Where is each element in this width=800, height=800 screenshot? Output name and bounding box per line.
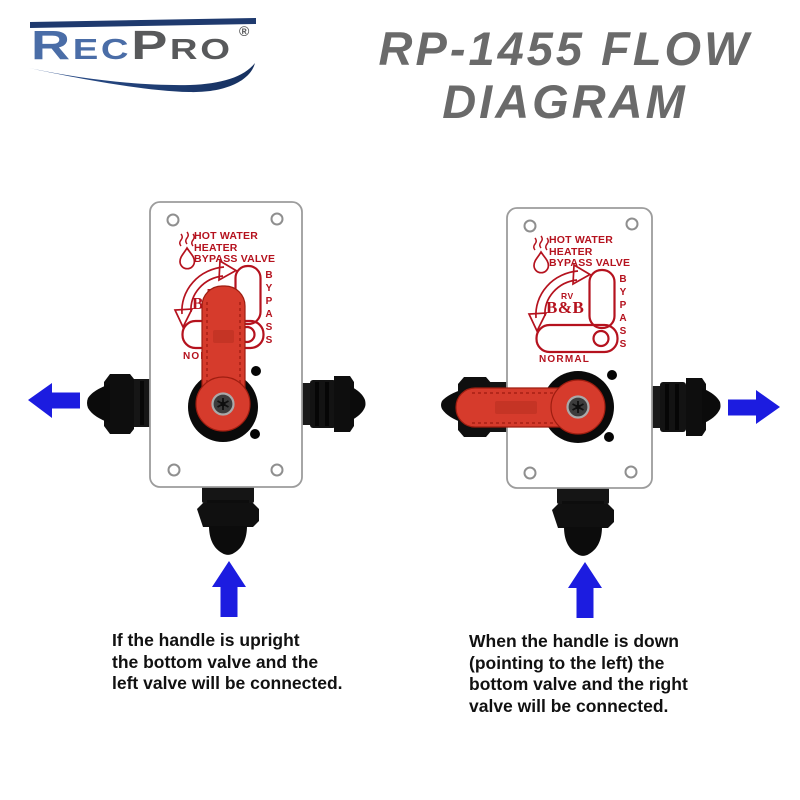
flow-arrow-up-right-icon	[568, 562, 602, 618]
page-title-line1: RP-1455 FLOW	[378, 22, 752, 75]
flow-arrow-left-icon	[28, 383, 80, 418]
right-plate-heading-line2: HEATER	[549, 245, 593, 258]
logo-brand-rec: Rec	[31, 22, 132, 68]
left-valve-right-fitting	[300, 376, 366, 432]
recpro-logo-graphics	[29, 18, 256, 93]
left-valve-screw-holes	[166, 212, 284, 477]
left-valve-left-fitting	[87, 374, 154, 434]
left-plate-heading-line1: HOT WATER	[194, 230, 259, 242]
page-title-line2: DIAGRAM	[442, 75, 688, 128]
right-plate-rv-label: RV	[561, 291, 574, 301]
logo-brand-pro: Pro	[131, 22, 233, 68]
left-valve-handle-screw	[211, 392, 235, 416]
caption-right-valve: When the handle is down (pointing to the…	[469, 631, 688, 716]
right-valve-right-fitting	[650, 378, 721, 436]
left-plate-heading-line3: BYPASS VALVE	[194, 253, 276, 266]
left-plate-heading-line2: HEATER	[194, 241, 238, 254]
left-valve-bottom-fitting	[197, 486, 259, 555]
logo-top-bar	[30, 18, 256, 28]
left-plate-heading: HOT WATER HEATER BYPASS VALVE	[194, 230, 276, 266]
logo-swoosh	[29, 63, 255, 93]
registered-trademark-symbol: ®	[239, 23, 250, 39]
caption-left-valve: If the handle is upright the bottom valv…	[112, 630, 343, 694]
right-plate-bb-logo: B&B	[546, 298, 585, 317]
flow-arrow-up-left-icon	[212, 561, 246, 617]
right-plate-heading: HOT WATER HEATER BYPASS VALVE	[549, 234, 631, 270]
flow-arrow-right-icon	[728, 390, 780, 424]
right-valve-screw-holes	[523, 217, 639, 480]
page-title: RP-1455 FLOW DIAGRAM	[330, 22, 800, 128]
recpro-logo: RecPro ®	[25, 17, 260, 99]
right-plate-normal-label: NORMAL	[539, 354, 591, 365]
right-valve-handle-screw	[566, 395, 590, 419]
recpro-logo-text: RecPro	[31, 25, 233, 66]
right-valve-bottom-fitting	[552, 487, 614, 556]
left-plate-bypass-label: BYPASS	[265, 270, 273, 346]
right-valve-handle-down-left	[455, 379, 606, 435]
right-plate-heading-line1: HOT WATER	[549, 234, 614, 246]
left-valve-handle-upright	[195, 285, 251, 432]
right-plate-heading-line3: BYPASS VALVE	[549, 257, 631, 270]
right-plate-bypass-label: BYPASS	[619, 274, 627, 350]
